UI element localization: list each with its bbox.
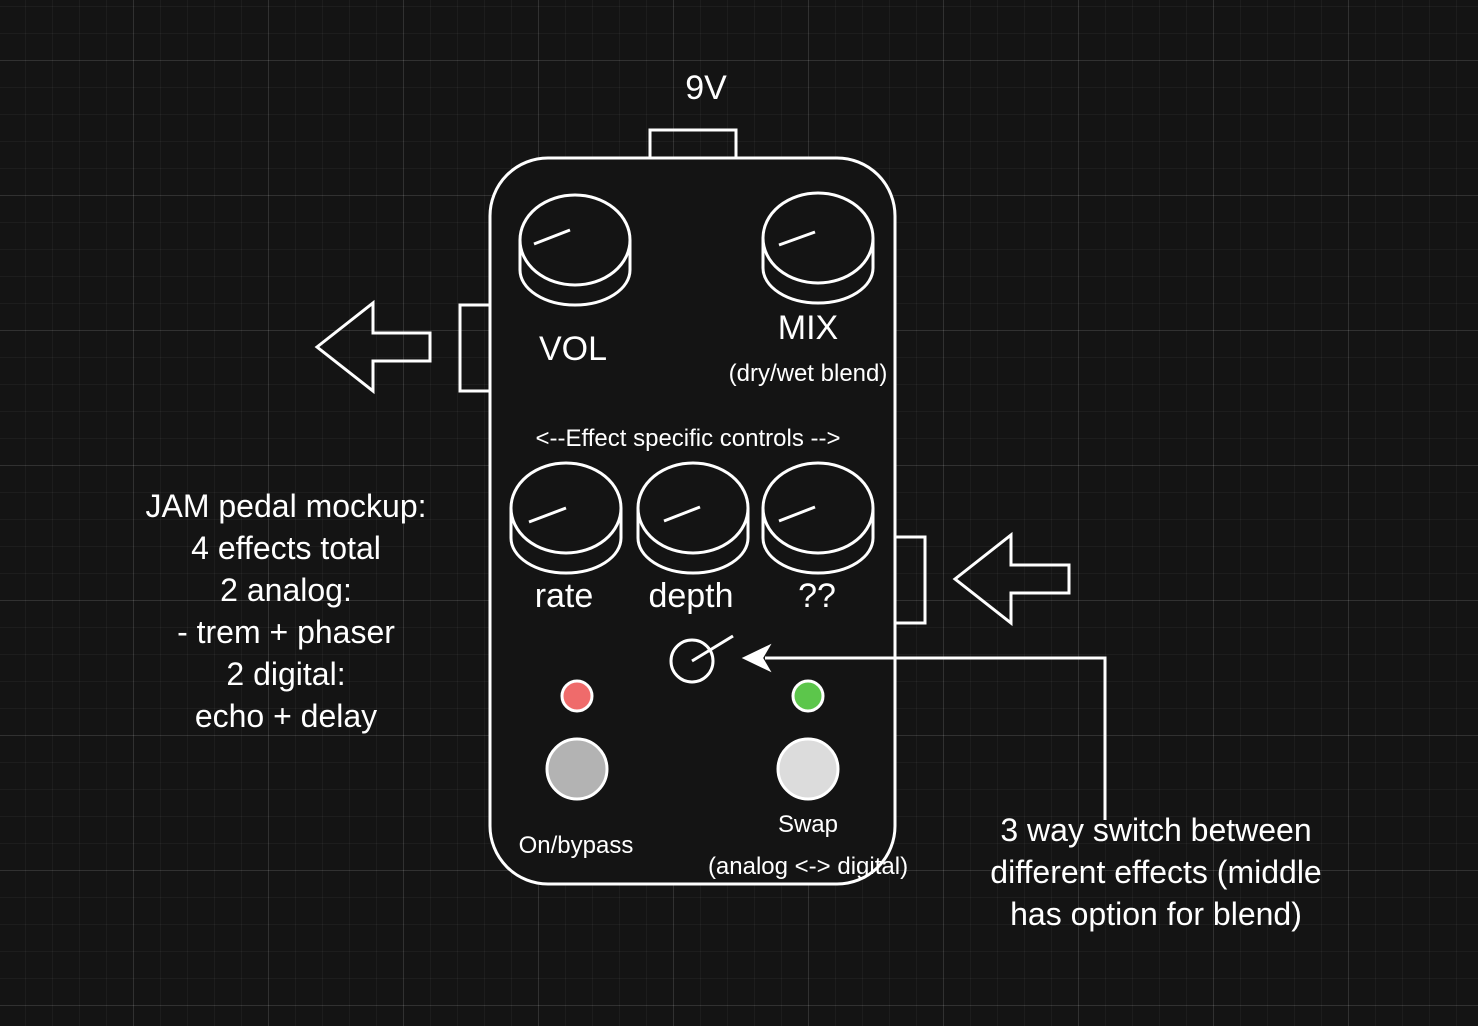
bypass-led xyxy=(560,679,594,713)
output-arrow-icon xyxy=(314,299,432,395)
rate-label: rate xyxy=(535,577,594,615)
left-note-line: 4 effects total xyxy=(191,530,381,566)
left-note-line: JAM pedal mockup: xyxy=(145,488,426,524)
swap-led xyxy=(791,679,825,713)
depth-knob[interactable] xyxy=(636,461,750,575)
left-note-line: echo + delay xyxy=(195,698,377,734)
right-note-line: has option for blend) xyxy=(1010,896,1302,932)
vol-knob[interactable] xyxy=(518,193,632,307)
left-note-line: 2 analog: xyxy=(220,572,352,608)
output-jack xyxy=(458,303,492,393)
depth-label: depth xyxy=(648,577,733,615)
unknown-knob[interactable] xyxy=(761,461,875,575)
connector-arrowhead-icon xyxy=(741,643,772,673)
on-bypass-label: On/bypass xyxy=(519,832,634,859)
switch-connector-line xyxy=(765,656,1107,820)
right-note-line: different effects (middle xyxy=(990,854,1321,890)
rate-knob[interactable] xyxy=(509,461,623,575)
vol-label: VOL xyxy=(539,330,607,368)
mix-sublabel: (dry/wet blend) xyxy=(729,360,888,387)
right-note-line: 3 way switch between xyxy=(1000,812,1311,848)
power-label: 9V xyxy=(685,69,727,107)
unknown-label: ?? xyxy=(798,577,836,615)
mix-label: MIX xyxy=(778,309,838,347)
left-note-line: - trem + phaser xyxy=(177,614,395,650)
swap-sublabel: (analog <-> digital) xyxy=(708,853,908,880)
left-note: JAM pedal mockup: 4 effects total 2 anal… xyxy=(145,488,426,734)
right-note: 3 way switch between different effects (… xyxy=(990,812,1321,932)
on-bypass-footswitch[interactable] xyxy=(545,737,609,801)
left-note-line: 2 digital: xyxy=(226,656,345,692)
swap-label: Swap xyxy=(778,811,838,838)
input-jack xyxy=(893,535,927,625)
three-way-switch[interactable] xyxy=(669,634,734,684)
mix-knob[interactable] xyxy=(761,191,875,305)
effect-controls-header: <--Effect specific controls --> xyxy=(536,425,841,452)
swap-footswitch[interactable] xyxy=(776,737,840,801)
input-arrow-icon xyxy=(952,531,1071,627)
power-jack xyxy=(648,128,738,162)
